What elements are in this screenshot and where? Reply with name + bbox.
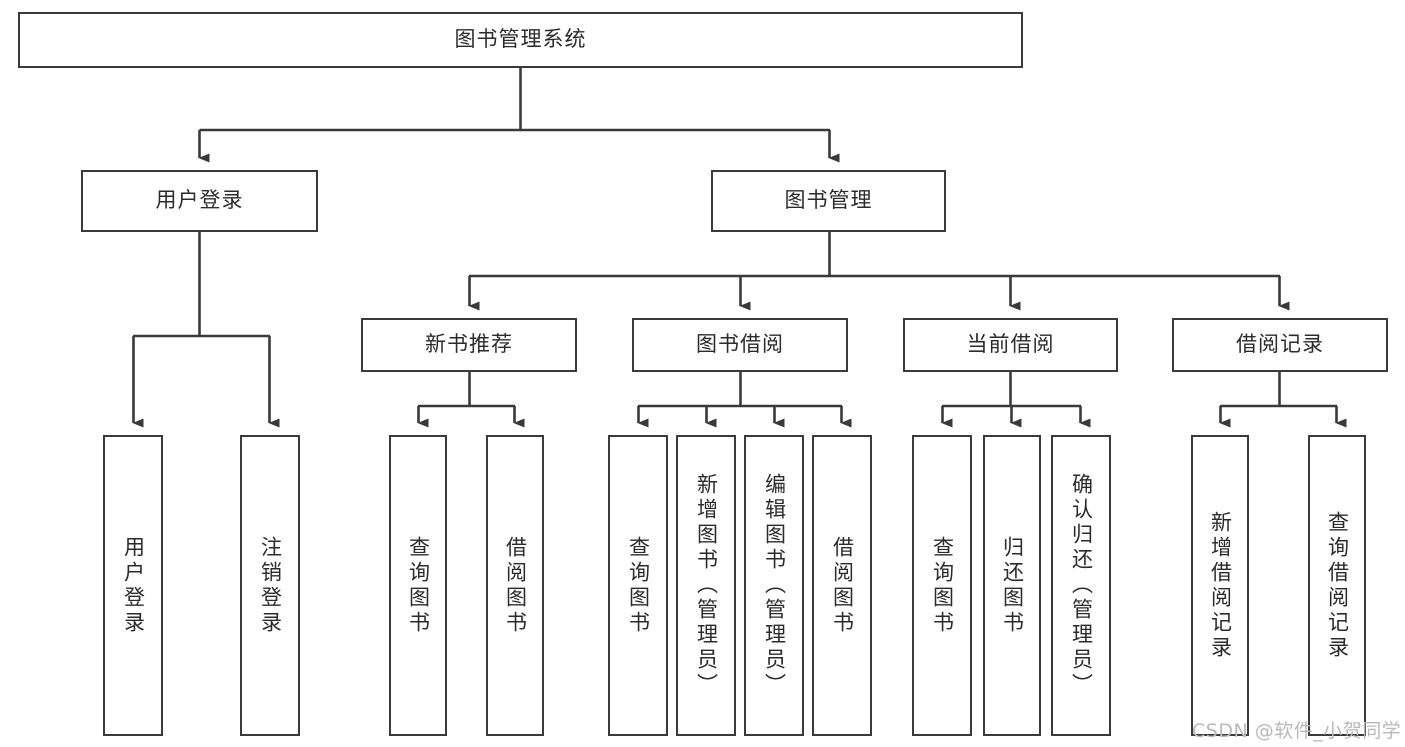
- node-current-borrow[interactable]: 当前借阅: [903, 318, 1118, 372]
- node-leaf-return-book[interactable]: 归还图书: [983, 435, 1041, 736]
- node-root[interactable]: 图书管理系统: [18, 12, 1023, 68]
- node-root-label: 图书管理系统: [454, 27, 587, 52]
- node-leaf-query-record[interactable]: 查询借阅记录: [1308, 435, 1366, 736]
- node-leaf-borrow-book[interactable]: 借阅图书: [812, 435, 872, 736]
- node-leaf-return-book-label: 归还图书: [1000, 535, 1025, 636]
- node-book-borrow[interactable]: 图书借阅: [632, 318, 848, 372]
- node-leaf-borrow-book-rec[interactable]: 借阅图书: [486, 435, 544, 736]
- node-leaf-user-login-label: 用户登录: [121, 535, 146, 636]
- node-leaf-add-record[interactable]: 新增借阅记录: [1191, 435, 1249, 736]
- node-leaf-user-logout-label: 注销登录: [258, 535, 283, 636]
- node-leaf-add-book-label: 新增图书（管理员）: [694, 473, 719, 698]
- node-new-book-rec[interactable]: 新书推荐: [361, 318, 577, 372]
- node-borrow-record-label: 借阅记录: [1236, 332, 1324, 357]
- node-leaf-edit-book[interactable]: 编辑图书（管理员）: [744, 435, 804, 736]
- node-leaf-query-book-borrow[interactable]: 查询图书: [608, 435, 668, 736]
- node-leaf-confirm-return[interactable]: 确认归还（管理员）: [1051, 435, 1111, 736]
- node-leaf-user-login[interactable]: 用户登录: [103, 435, 163, 736]
- node-leaf-query-book-cur[interactable]: 查询图书: [912, 435, 972, 736]
- node-leaf-confirm-return-label: 确认归还（管理员）: [1069, 473, 1094, 698]
- node-user-login-label: 用户登录: [155, 188, 244, 213]
- node-leaf-query-book-rec[interactable]: 查询图书: [389, 435, 447, 736]
- node-user-login[interactable]: 用户登录: [81, 170, 318, 232]
- node-borrow-record[interactable]: 借阅记录: [1172, 318, 1388, 372]
- node-leaf-query-book-rec-label: 查询图书: [406, 535, 431, 636]
- node-new-book-rec-label: 新书推荐: [425, 332, 513, 357]
- node-leaf-borrow-book-label: 借阅图书: [830, 535, 855, 636]
- node-leaf-user-logout[interactable]: 注销登录: [240, 435, 300, 736]
- node-leaf-borrow-book-rec-label: 借阅图书: [503, 535, 528, 636]
- csdn-watermark: CSDN @软件_小贺同学: [1192, 720, 1402, 742]
- node-leaf-add-book[interactable]: 新增图书（管理员）: [676, 435, 736, 736]
- node-leaf-query-book-cur-label: 查询图书: [930, 535, 955, 636]
- node-leaf-add-record-label: 新增借阅记录: [1208, 510, 1233, 661]
- node-book-manage[interactable]: 图书管理: [711, 170, 946, 232]
- node-current-borrow-label: 当前借阅: [966, 332, 1055, 357]
- node-book-manage-label: 图书管理: [784, 188, 873, 213]
- node-leaf-query-book-borrow-label: 查询图书: [626, 535, 651, 636]
- node-leaf-edit-book-label: 编辑图书（管理员）: [762, 473, 787, 698]
- node-book-borrow-label: 图书借阅: [696, 332, 784, 357]
- node-leaf-query-record-label: 查询借阅记录: [1325, 510, 1350, 661]
